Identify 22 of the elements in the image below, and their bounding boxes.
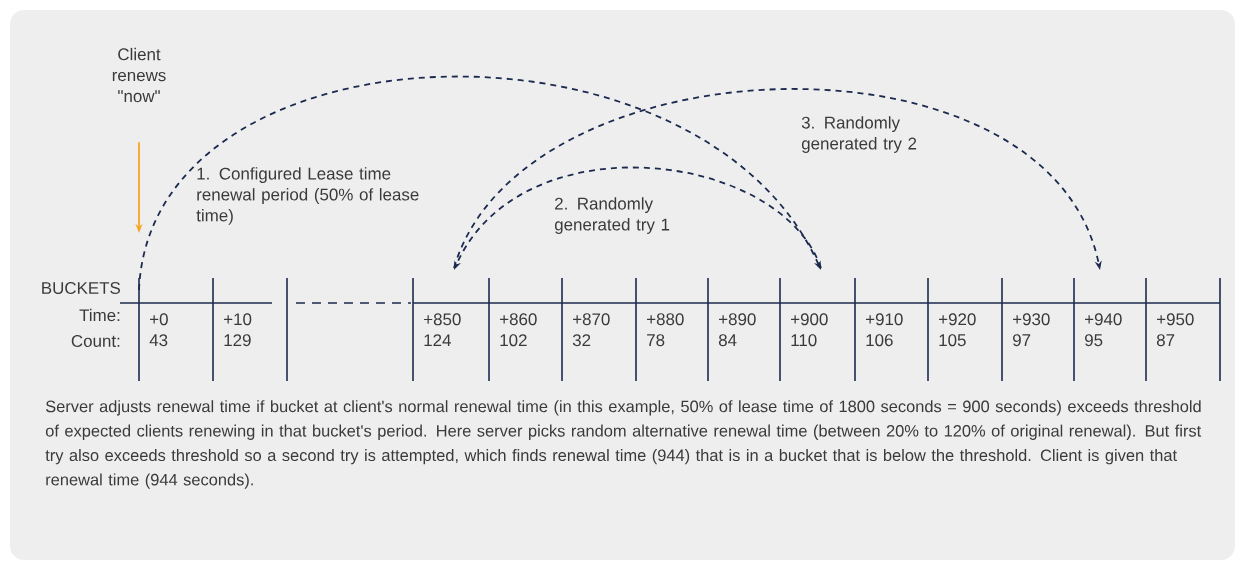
arrow <box>138 75 821 291</box>
bucket-cell: +870 32 <box>572 313 610 347</box>
edge-label: 3. Randomly generated try 2 <box>801 116 917 153</box>
bucket-cell: +930 97 <box>1013 313 1050 347</box>
bucket-cell: +10 129 <box>224 313 252 347</box>
bucket-cell: +850 124 <box>424 313 461 347</box>
bucket-cell: +910 106 <box>866 313 903 347</box>
bucket-cell: +950 87 <box>1156 313 1194 347</box>
row-label: BUCKETS <box>42 282 121 294</box>
bucket-cell: +860 102 <box>500 313 537 347</box>
bucket-cell: +880 78 <box>647 313 684 347</box>
edge-label: 1. Configured Lease time renewal period (50% of lease time) <box>196 167 419 225</box>
bucket-cell: +0 43 <box>149 313 168 347</box>
bucket-cell: +900 110 <box>791 313 828 347</box>
row-label: Time: <box>79 308 120 322</box>
annotation-text: Client renews "now" <box>112 47 166 103</box>
bucket-cell: +940 95 <box>1085 313 1122 347</box>
bucket-cell: +920 105 <box>939 313 976 347</box>
row-label: Count: <box>71 335 120 347</box>
bucket-cell: +890 84 <box>718 313 756 347</box>
edge-label: 2. Randomly generated try 1 <box>554 197 670 234</box>
caption: Server adjusts renewal time if bucket at client's normal renewal time (in this example, 50% of lease time of 1800 seconds = 900 seconds) exceeds threshold of expected clients renewing in that bucket's period. Here server picks random alternative renewal time (between 20% to 120% of original renewal). But first try also exceeds threshold so a second try is attempted, which finds renewal time (944) that is in a bucket that is below the threshold. Client is given that renewal time (944 seconds). <box>45 400 1202 489</box>
